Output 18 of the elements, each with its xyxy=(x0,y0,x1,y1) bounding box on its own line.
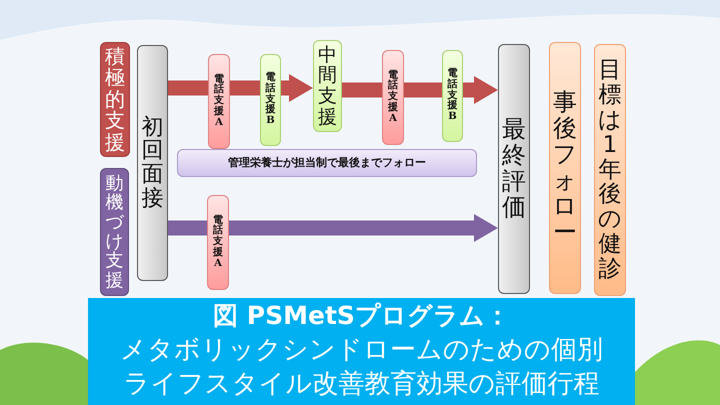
phone-support-box: 電話支援B xyxy=(442,50,463,142)
support-type-box: 積極的支援 xyxy=(100,42,130,157)
arrow xyxy=(463,76,498,104)
phone-support-box: 電話支援B xyxy=(260,54,281,146)
caption-title: 図 PSMetSプログラム： xyxy=(212,300,511,332)
caption-text: メタボリックシンドロームのための個別ライフスタイル改善教育効果の評価行程 xyxy=(119,334,604,401)
midpoint-box: 中間支援 xyxy=(313,40,342,132)
phone-support-box: 電話支援A xyxy=(207,195,229,290)
interview-box: 初回面接 xyxy=(137,45,168,281)
phone-support-box: 電話支援A xyxy=(382,50,404,145)
phone-support-box: 電話支援A xyxy=(208,54,230,149)
follow-up-box: 事後フォロー xyxy=(549,42,581,294)
evaluation-box: 最終評価 xyxy=(498,44,530,294)
info-band: 管理栄養士が担当制で最後までフォロー xyxy=(177,149,477,177)
arrow xyxy=(229,214,498,242)
support-type-box: 動機づけ支援 xyxy=(100,168,129,296)
goal-box: 目標は1年後の健診 xyxy=(594,44,626,296)
arrow xyxy=(281,74,313,102)
